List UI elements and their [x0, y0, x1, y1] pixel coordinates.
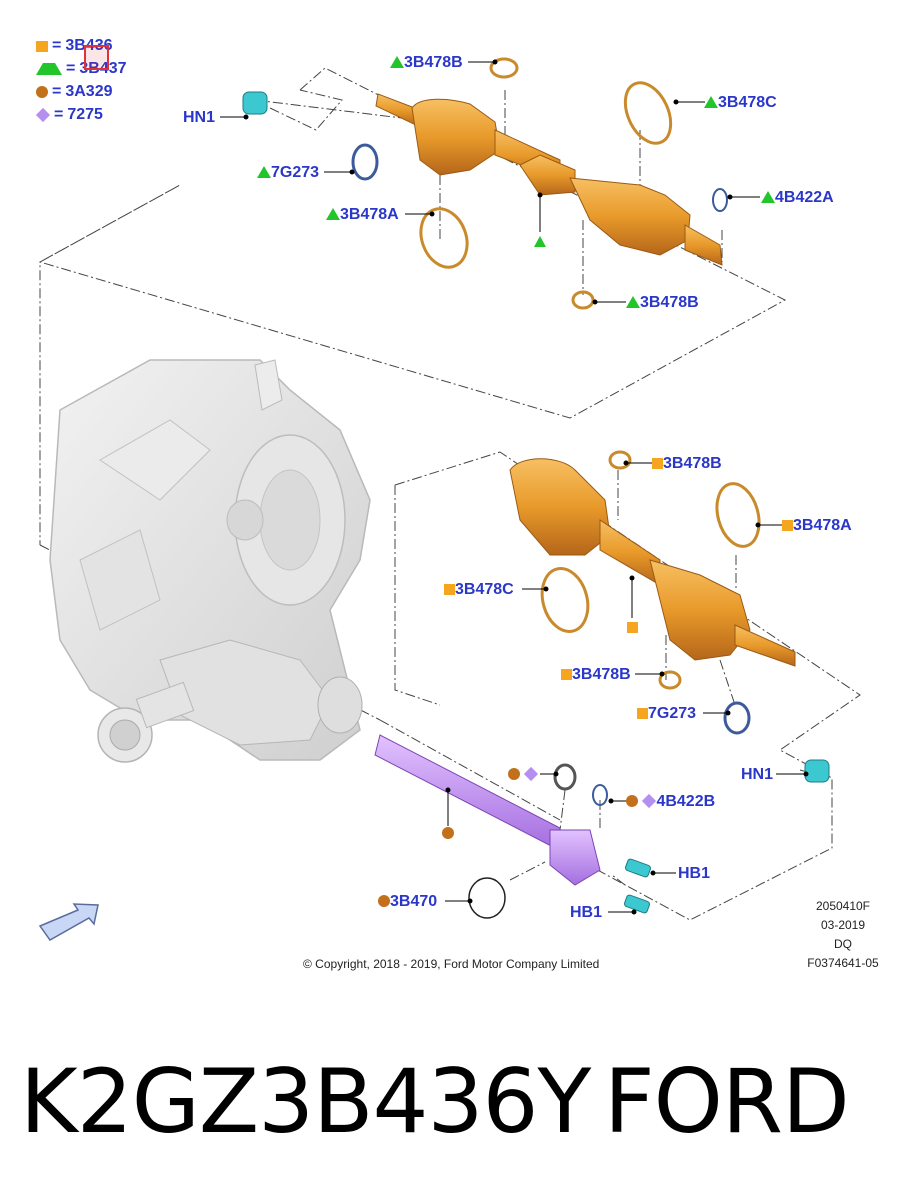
meta-date: 03-2019 [820, 918, 866, 932]
callout-text: 3B470 [390, 893, 438, 910]
callout-3b478b-mid[interactable]: 3B478B [652, 455, 722, 473]
rings-and-clips [351, 57, 761, 919]
meta-figure-id: F0374641-05 [807, 956, 879, 970]
triangle-marker-icon [36, 63, 62, 75]
callout-text: HB1 [678, 865, 711, 882]
copyright-notice: © Copyright, 2018 - 2019, Ford Motor Com… [303, 957, 600, 971]
triangle-marker-icon [626, 296, 640, 308]
triangle-marker-icon [704, 96, 718, 108]
callout-text: 3B478C [718, 94, 777, 111]
circle-marker-icon [36, 86, 48, 98]
callout-3b478b-top2[interactable]: 3B478B [626, 294, 699, 312]
callout-7g273-top[interactable]: 7G273 [257, 164, 319, 182]
callout-text: HN1 [741, 766, 774, 783]
triangle-marker-icon [326, 208, 340, 220]
triangle-marker-icon [761, 191, 775, 203]
leader-markers [442, 236, 638, 839]
leader-lines [220, 59, 809, 915]
square-marker-icon [782, 520, 793, 531]
callout-circle-diamond-seal[interactable] [508, 766, 539, 784]
meta-code: 2050410F [815, 899, 871, 913]
circle-marker-icon [626, 795, 638, 807]
square-marker-icon [652, 458, 663, 469]
callout-hn1-top[interactable]: HN1 [183, 109, 215, 127]
callout-text: 3B478A [340, 206, 399, 223]
callout-text: 3B478C [455, 581, 514, 598]
callout-text: 4B422A [775, 189, 834, 206]
lower-halfshaft [509, 458, 796, 667]
fasteners [242, 91, 830, 914]
callout-3b470[interactable]: 3B470 [378, 893, 437, 911]
legend-item-circle: = 3A329 [36, 82, 113, 102]
callout-3b478b-low[interactable]: 3B478B [561, 666, 631, 684]
callout-7g273-low[interactable]: 7G273 [637, 705, 696, 723]
callout-3b478a-top[interactable]: 3B478A [326, 206, 399, 224]
brand-name: FORD [604, 1050, 850, 1153]
callout-text: 4B422B [656, 793, 716, 810]
legend-code: 7275 [67, 106, 103, 123]
callout-hb1-right[interactable]: HB1 [678, 865, 710, 883]
legend-eq: = [52, 83, 62, 100]
callout-hb1-low[interactable]: HB1 [570, 904, 602, 922]
circle-marker-icon [508, 768, 520, 780]
legend-eq: = [66, 60, 76, 77]
square-marker-icon [637, 708, 648, 719]
diamond-marker-icon [35, 107, 51, 123]
square-marker-icon [444, 584, 455, 595]
callout-3b478c-top[interactable]: 3B478C [704, 94, 777, 112]
callout-4b422a[interactable]: 4B422A [761, 189, 834, 207]
legend-eq: = [54, 106, 64, 123]
callout-3b478b-top[interactable]: 3B478B [390, 54, 463, 72]
callout-text: 3B478B [663, 455, 722, 472]
square-marker-icon [561, 669, 572, 680]
figure-metadata: 2050410F 03-2019 DQ F0374641-05 [800, 897, 886, 973]
front-direction-arrow [38, 903, 99, 941]
triangle-marker-icon [390, 56, 404, 68]
callout-3b478a-mid[interactable]: 3B478A [782, 517, 852, 535]
exploded-diagram [38, 57, 861, 941]
circle-marker-icon [378, 895, 390, 907]
legend-eq: = [52, 37, 62, 54]
callout-text: HN1 [183, 109, 216, 126]
callout-text: 3B478B [572, 666, 631, 683]
diamond-marker-icon [524, 766, 539, 782]
callout-text: 3B478B [640, 294, 699, 311]
transmission-housing [49, 359, 371, 763]
square-marker-icon [36, 40, 48, 52]
triangle-marker-icon [257, 166, 271, 178]
part-number: K2GZ3B436Y [20, 1050, 591, 1153]
callout-text: 7G273 [648, 705, 697, 722]
callout-4b422b[interactable]: 4B422B [626, 793, 715, 811]
callout-text: HB1 [570, 904, 603, 921]
diamond-marker-icon [642, 793, 657, 809]
legend-code: 3A329 [65, 83, 113, 100]
callout-text: 3B478B [404, 54, 463, 71]
intermediate-shaft [374, 734, 601, 886]
legend-item-triangle: = 3B437 [36, 59, 127, 79]
legend-item-diamond: = 7275 [35, 105, 103, 125]
callout-text: 3B478A [793, 517, 852, 534]
callout-text: 7G273 [271, 164, 320, 181]
upper-halfshaft [375, 93, 723, 266]
callout-3b478c-mid[interactable]: 3B478C [444, 581, 514, 599]
meta-initials: DQ [834, 937, 852, 951]
callout-hn1-low[interactable]: HN1 [741, 766, 773, 784]
selection-highlight [84, 45, 109, 70]
